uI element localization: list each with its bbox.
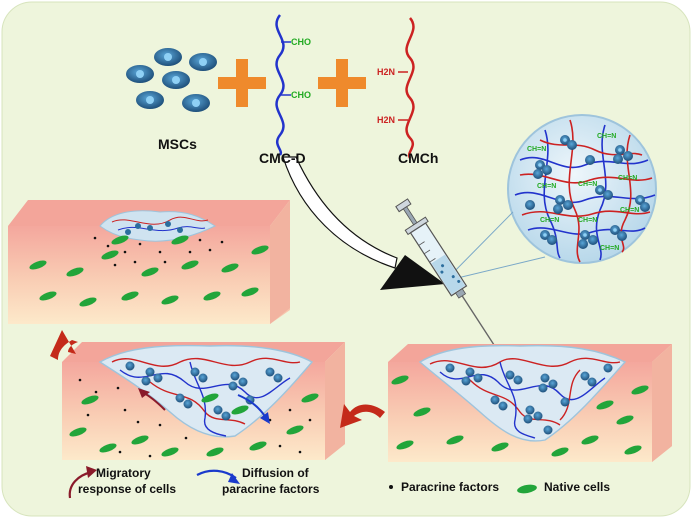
syringe-icon (395, 198, 512, 371)
imine-label: CH=N (620, 207, 639, 214)
zoom-line (444, 256, 546, 282)
process-arrow-icon (340, 404, 385, 428)
imine-label: CH=N (578, 217, 597, 224)
aldehyde-label: CHO (291, 37, 311, 47)
cmch-label: CMCh (398, 150, 439, 166)
migratory-arrow-head (86, 466, 97, 478)
legend-diffusion-line1: Diffusion of (242, 466, 309, 480)
process-arrow-up-icon (50, 330, 78, 360)
imine-label: CH=N (600, 245, 619, 252)
aldehyde-label: CHO (291, 90, 311, 100)
imine-label: CH=N (527, 146, 546, 153)
imine-label: CH=N (618, 175, 637, 182)
native-cell-icon (517, 484, 537, 494)
tissue-block-migration (62, 342, 345, 460)
native-cells-healed (29, 235, 269, 307)
legend-migratory: Migratory (96, 466, 151, 480)
legend-migratory-line1: Migratory (96, 466, 151, 480)
cmc-d-label: CMC-D (259, 150, 306, 166)
tissue-block-healed (8, 200, 290, 324)
legend-migratory-line2: response of cells (78, 482, 177, 496)
plus-icon-1 (218, 59, 266, 107)
cmch-chain (405, 17, 415, 159)
hydrogel-sphere (507, 114, 657, 264)
amine-label: H2N (377, 67, 395, 77)
plus-icon-2 (318, 59, 366, 107)
legend-paracrine: Paracrine factors (401, 480, 500, 494)
imine-labels: CH=N CH=N CH=N CH=N CH=N CH=N CH=N CH=N … (527, 133, 639, 252)
amine-label: H2N (377, 115, 395, 125)
curved-arrow-icon (282, 156, 445, 290)
imine-label: CH=N (578, 181, 597, 188)
legend-native: Native cells (544, 480, 611, 494)
tissue-block-injected (388, 344, 672, 462)
msc-label: MSCs (158, 136, 197, 152)
imine-label: CH=N (597, 133, 616, 140)
diffusion-arrow-head (228, 473, 240, 484)
imine-label: CH=N (537, 183, 556, 190)
imine-label: CH=N (540, 217, 559, 224)
paracrine-dots-healed (93, 236, 224, 267)
legend-diffusion-line2: paracrine factors (222, 482, 320, 496)
paracrine-factor-icon (389, 485, 393, 489)
msc-cluster (126, 48, 217, 112)
